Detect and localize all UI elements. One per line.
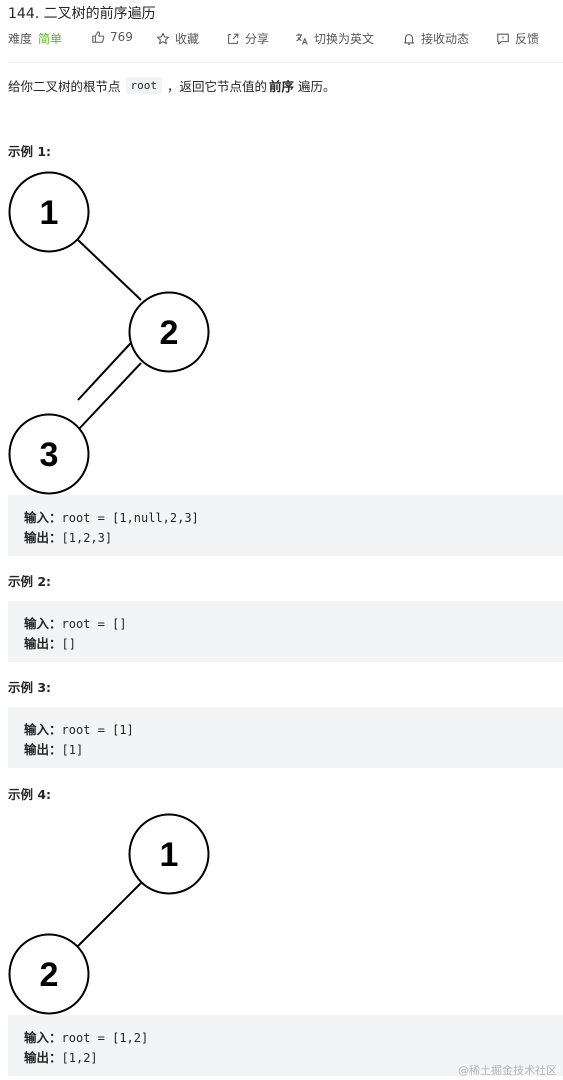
example-1-tree-diagram: 1 2 3 [8,171,210,495]
description-bold: 前序 [269,79,295,94]
like-button[interactable]: 769 [91,30,133,44]
inline-code-root: root [125,77,163,94]
tree-edge-2-3 [77,362,142,431]
example-2-label: 示例 2: [8,574,52,589]
subscribe-button[interactable]: 接收动态 [402,30,469,47]
description-text-1: 给你二叉树的根节点 [8,79,121,94]
input-label: 输入： [24,1030,62,1045]
example-4-label: 示例 4: [8,787,52,802]
tree-node-label: 3 [40,436,59,474]
difficulty: 难度 简单 [8,30,62,47]
example-2-code-block: 输入：root = [] 输出：[] [8,601,563,662]
input-label: 输入： [24,722,62,737]
input-value: root = [] [61,617,127,631]
output-value: [1,2,3] [61,531,113,545]
example-1-code-block: 输入：root = [1,null,2,3] 输出：[1,2,3] [8,495,563,556]
output-value: [1,2] [61,1051,98,1065]
share-button[interactable]: 分享 [226,30,269,47]
example-1-label: 示例 1: [8,144,52,159]
output-label: 输出： [24,530,62,545]
tree-node [8,413,90,495]
favorite-button[interactable]: 收藏 [156,30,199,47]
switch-language-button[interactable]: 切换为英文 [295,30,374,47]
input-label: 输入： [24,616,62,631]
output-label: 输出： [24,636,62,651]
input-value: root = [1,2] [61,1031,149,1045]
problem-description: 给你二叉树的根节点 root ，返回它节点值的 前序 遍历。 [8,76,336,95]
share-icon [228,33,239,44]
subscribe-label: 接收动态 [421,32,470,46]
watermark: @稀土掘金技术社区 [458,1064,557,1077]
example-4-code-block: 输入：root = [1,2] 输出：[1,2] [8,1015,563,1076]
description-text-3: 遍历。 [298,79,336,94]
tree-edge-1-2 [77,239,142,301]
divider [8,62,563,63]
tree-node-label: 1 [160,836,179,874]
bell-icon [404,33,414,45]
output-label: 输出： [24,742,62,757]
tree-node [128,291,210,373]
feedback-button[interactable]: 反馈 [496,30,539,47]
input-value: root = [1] [61,723,134,737]
output-value: [] [61,637,76,651]
output-value: [1] [61,743,84,757]
example-3-label: 示例 3: [8,680,52,695]
tree-node-label: 1 [40,194,59,232]
input-value: root = [1,null,2,3] [61,511,199,525]
tree-edge-1-2 [77,882,142,947]
problem-meta-bar: 难度 简单 769 收藏 分享 切换为英文 接收动态 反馈 [8,30,556,48]
difficulty-value: 简单 [38,32,63,46]
feedback-label: 反馈 [515,32,540,46]
tree-node-label: 2 [40,956,59,994]
tree-node [128,813,210,895]
favorite-label: 收藏 [175,32,200,46]
share-label: 分享 [245,32,270,46]
like-count: 769 [110,30,133,44]
translate-icon [296,32,308,45]
star-icon [156,32,170,44]
input-label: 输入： [24,510,62,525]
example-3-code-block: 输入：root = [1] 输出：[1] [8,707,563,768]
thumbs-up-icon [92,31,105,43]
example-4-tree-diagram: 1 2 [8,813,210,1015]
tree-node-label: 2 [160,314,179,352]
tree-node [8,171,90,253]
tree-node [8,933,90,1015]
difficulty-label: 难度 [8,32,33,46]
output-label: 输出： [24,1050,62,1065]
problem-title: 144. 二叉树的前序遍历 [8,6,156,22]
description-text-2: ，返回它节点值的 [167,79,268,94]
feedback-icon [497,33,509,45]
switch-language-label: 切换为英文 [314,32,375,46]
